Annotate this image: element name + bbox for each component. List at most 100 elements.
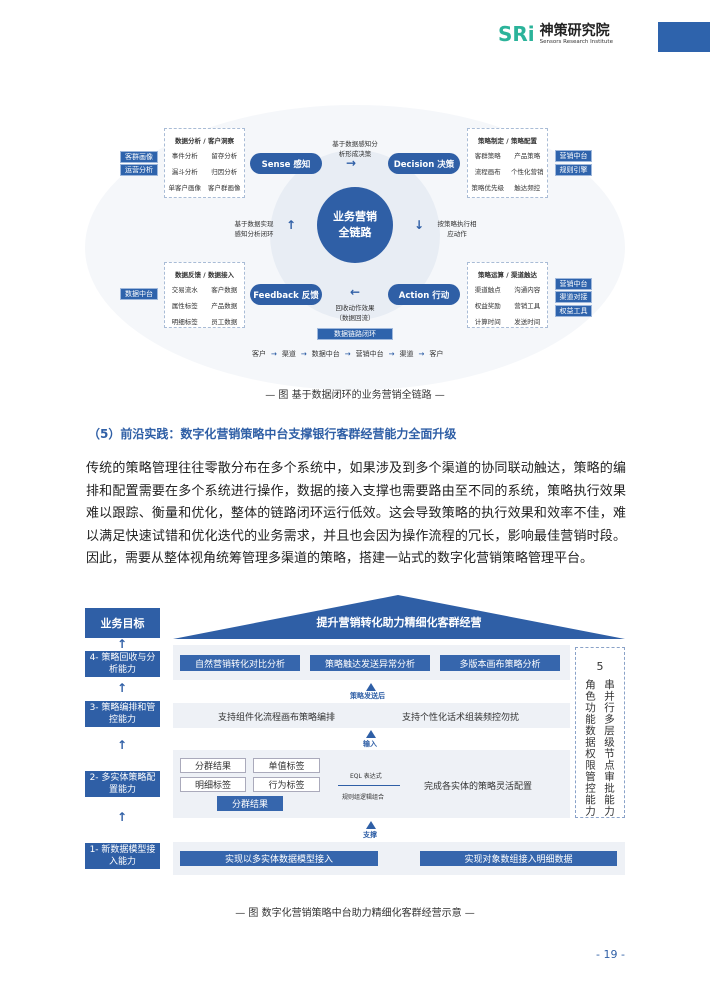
- row3-band: [173, 703, 570, 728]
- arrow-line: [338, 785, 400, 786]
- t: （数据回流）: [335, 314, 375, 322]
- item: 权益奖励: [474, 302, 501, 310]
- item: 客户数据: [211, 286, 238, 294]
- item: 产品策略: [514, 152, 541, 160]
- box-title: 策略运算 / 渠道触达: [478, 271, 537, 279]
- arrow-left-icon: ←: [350, 285, 361, 299]
- t: 按策略执行相: [437, 220, 477, 228]
- tag-box: 单值标签: [253, 758, 320, 773]
- row3-item: 支持组件化流程画布策略编排: [218, 713, 336, 723]
- logo-en: Sensors Research Institute: [539, 38, 613, 45]
- arrow-up-icon: ↑: [117, 637, 128, 651]
- header-accent-block: [658, 22, 710, 52]
- level-2: 2- 多实体策略配置能力: [85, 771, 160, 797]
- item: 留存分析: [211, 152, 238, 160]
- item: 客群策略: [474, 152, 501, 160]
- box-title: 数据反馈 / 数据接入: [175, 271, 234, 279]
- t: 基于数据感知分: [332, 140, 378, 148]
- item: 触达频控: [514, 184, 541, 192]
- row4-item: 自然营销转化对比分析: [180, 655, 300, 671]
- triangle-up-icon: [366, 730, 376, 738]
- arrow-up-icon: ↑: [286, 218, 297, 232]
- item: 归因分析: [211, 168, 238, 176]
- tag-box: 分群结果: [180, 758, 246, 773]
- top-text: 基于数据感知分析形成决策: [320, 139, 390, 159]
- level-1: 1- 新数据模型接入能力: [85, 843, 160, 869]
- item: 计算时间: [474, 318, 501, 326]
- item: 流程画布: [474, 168, 501, 176]
- rule-label: 规则组逻辑组合: [342, 794, 385, 801]
- box-strategy-config: 策略制定 / 策略配置 客群策略产品策略流程画布个性化营销策略优先级触达频控: [467, 128, 548, 198]
- tag: 规则引擎: [555, 164, 592, 176]
- center-text: 业务营销: [333, 210, 377, 223]
- right-text: 按策略执行相应动作: [432, 219, 482, 239]
- side-capability-box: 5 串并行多层级节点审批能力 角色功能数据权限管控能力: [575, 647, 625, 818]
- side-col: 串并行多层级节点审批能力: [603, 679, 615, 817]
- label-support: 支撑: [363, 831, 377, 839]
- item: 发送时间: [514, 318, 541, 326]
- flow-step: 营销中台: [355, 350, 384, 358]
- segment-result: 分群结果: [217, 796, 283, 811]
- page-number: - 19 -: [596, 948, 625, 961]
- arrow-down-icon: ↓: [414, 218, 425, 232]
- level-4: 4- 策略回收与分析能力: [85, 651, 160, 677]
- item: 客户群画像: [208, 184, 241, 192]
- figure-caption: — 图 基于数据闭环的业务营销全链路 —: [265, 390, 445, 401]
- left-text: 基于数据实现感知分析闭环: [226, 219, 282, 239]
- item: 营销工具: [514, 302, 541, 310]
- loop-bar: 数据链路闭环: [317, 328, 393, 340]
- tag: 运营分析: [120, 164, 158, 176]
- item: 交易流水: [171, 286, 198, 294]
- item: 事件分析: [171, 152, 198, 160]
- roof-triangle: [173, 595, 625, 639]
- triangle-up-icon: [366, 821, 376, 829]
- body-paragraph: 传统的策略管理往往零散分布在多个系统中，如果涉及到多个渠道的协同联动触达，策略的…: [86, 461, 626, 566]
- label-after-send: 策略发送后: [350, 692, 385, 700]
- side-number: 5: [596, 660, 604, 673]
- figure-caption: — 图 数字化营销策略中台助力精细化客群经营示意 —: [235, 908, 475, 919]
- item: 员工数据: [211, 318, 238, 326]
- row1-item: 实现以多实体数据模型接入: [180, 851, 378, 866]
- tag: 营销中台: [555, 150, 592, 162]
- logo-mark: SRi: [498, 22, 535, 46]
- item: 个性化营销: [511, 168, 544, 176]
- box-strategy-compute: 策略运算 / 渠道触达 渠道触点沟通内容权益奖励营销工具计算时间发送时间: [467, 262, 548, 328]
- action-pill: Action 行动: [388, 284, 460, 305]
- arrow-icon: →: [388, 350, 395, 358]
- goal-box: 业务目标: [85, 608, 160, 638]
- t: 感知分析闭环: [234, 230, 274, 238]
- t: 析形成决策: [338, 150, 372, 158]
- level-3: 3- 策略编排和管控能力: [85, 701, 160, 727]
- feedback-pill: Feedback 反馈: [250, 284, 322, 305]
- bottom-text: 回收动作效果 （数据回流）: [322, 303, 388, 323]
- arrow-right-icon: →: [346, 156, 357, 170]
- item: 明细标签: [171, 318, 198, 326]
- flow-line: 客户→ 渠道→ 数据中台→ 营销中台→ 渠道→ 客户: [252, 349, 443, 359]
- arrow-up-icon: ↑: [117, 681, 128, 695]
- decision-pill: Decision 决策: [388, 153, 460, 174]
- section-title: （5）前沿实践：数字化营销策略中台支撑银行客群经营能力全面升级: [88, 427, 457, 441]
- flow-step: 客户: [252, 350, 266, 358]
- arrow-up-icon: ↑: [117, 810, 128, 824]
- sense-pill: Sense 感知: [250, 153, 322, 174]
- item: 属性标签: [171, 302, 198, 310]
- item: 漏斗分析: [171, 168, 198, 176]
- logo: SRi 神策研究院 Sensors Research Institute: [498, 22, 613, 46]
- t: 基于数据实现: [234, 220, 274, 228]
- item: 沟通内容: [514, 286, 541, 294]
- arrow-icon: →: [300, 350, 307, 358]
- tag: 数据中台: [120, 288, 158, 300]
- flow-step: 数据中台: [311, 350, 340, 358]
- tag: 营销中台: [555, 278, 592, 290]
- arrow-icon: →: [344, 350, 351, 358]
- box-data-analysis: 数据分析 / 客户洞察 事件分析留存分析漏斗分析归因分析单客户画像客户群画像: [164, 128, 245, 198]
- t: 应动作: [447, 230, 467, 238]
- roof-title: 提升营销转化助力精细化客群经营: [316, 616, 482, 629]
- tag-box: 行为标签: [253, 777, 320, 792]
- tag: 客群画像: [120, 151, 158, 163]
- row3-item: 支持个性化话术组装频控勿扰: [402, 713, 520, 723]
- side-col: 角色功能数据权限管控能力: [584, 679, 596, 817]
- t: 回收动作效果: [335, 304, 375, 312]
- flow-step: 客户: [429, 350, 444, 358]
- item: 产品数据: [211, 302, 238, 310]
